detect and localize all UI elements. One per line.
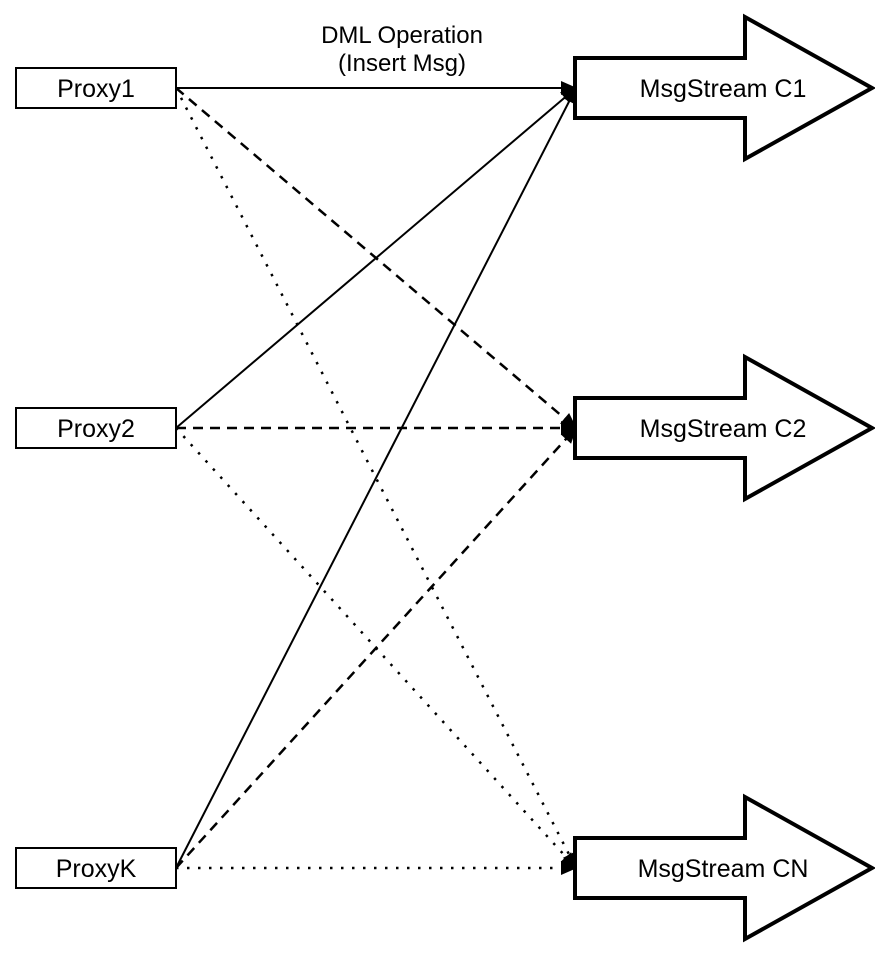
proxy1-label: Proxy1 (57, 75, 135, 103)
node-proxy1: Proxy1 (15, 67, 177, 109)
dml-operation-annotation-line2: (Insert Msg) (338, 50, 466, 77)
msgstream-c2-arrow-shape (573, 353, 875, 503)
node-msgstream-c2: MsgStream C2 (573, 353, 875, 503)
edge-proxyk-to-msgstream-c1 (175, 87, 577, 869)
node-proxy2: Proxy2 (15, 407, 177, 449)
msgstream-c1-label: MsgStream C1 (640, 75, 807, 103)
edge-proxy1-to-msgstream-c2 (175, 87, 577, 429)
edges (174, 81, 578, 875)
msgstream-cn-arrow-shape (573, 793, 875, 943)
proxy2-box-shape (15, 407, 177, 449)
msgstream-cn-label: MsgStream CN (638, 855, 809, 883)
proxy2-label: Proxy2 (57, 415, 135, 443)
proxy1-box-shape (15, 67, 177, 109)
proxyk-label: ProxyK (56, 855, 137, 883)
node-msgstream-cn: MsgStream CN (573, 793, 875, 943)
msgstream-c1-arrow-shape (573, 13, 875, 163)
msgstream-c2-label: MsgStream C2 (640, 415, 807, 443)
edge-proxy2-to-msgstream-cn (175, 427, 577, 869)
node-proxyk: ProxyK (15, 847, 177, 889)
node-msgstream-c1: MsgStream C1 (573, 13, 875, 163)
proxyk-box-shape (15, 847, 177, 889)
dml-operation-annotation-line1: DML Operation (321, 22, 483, 49)
